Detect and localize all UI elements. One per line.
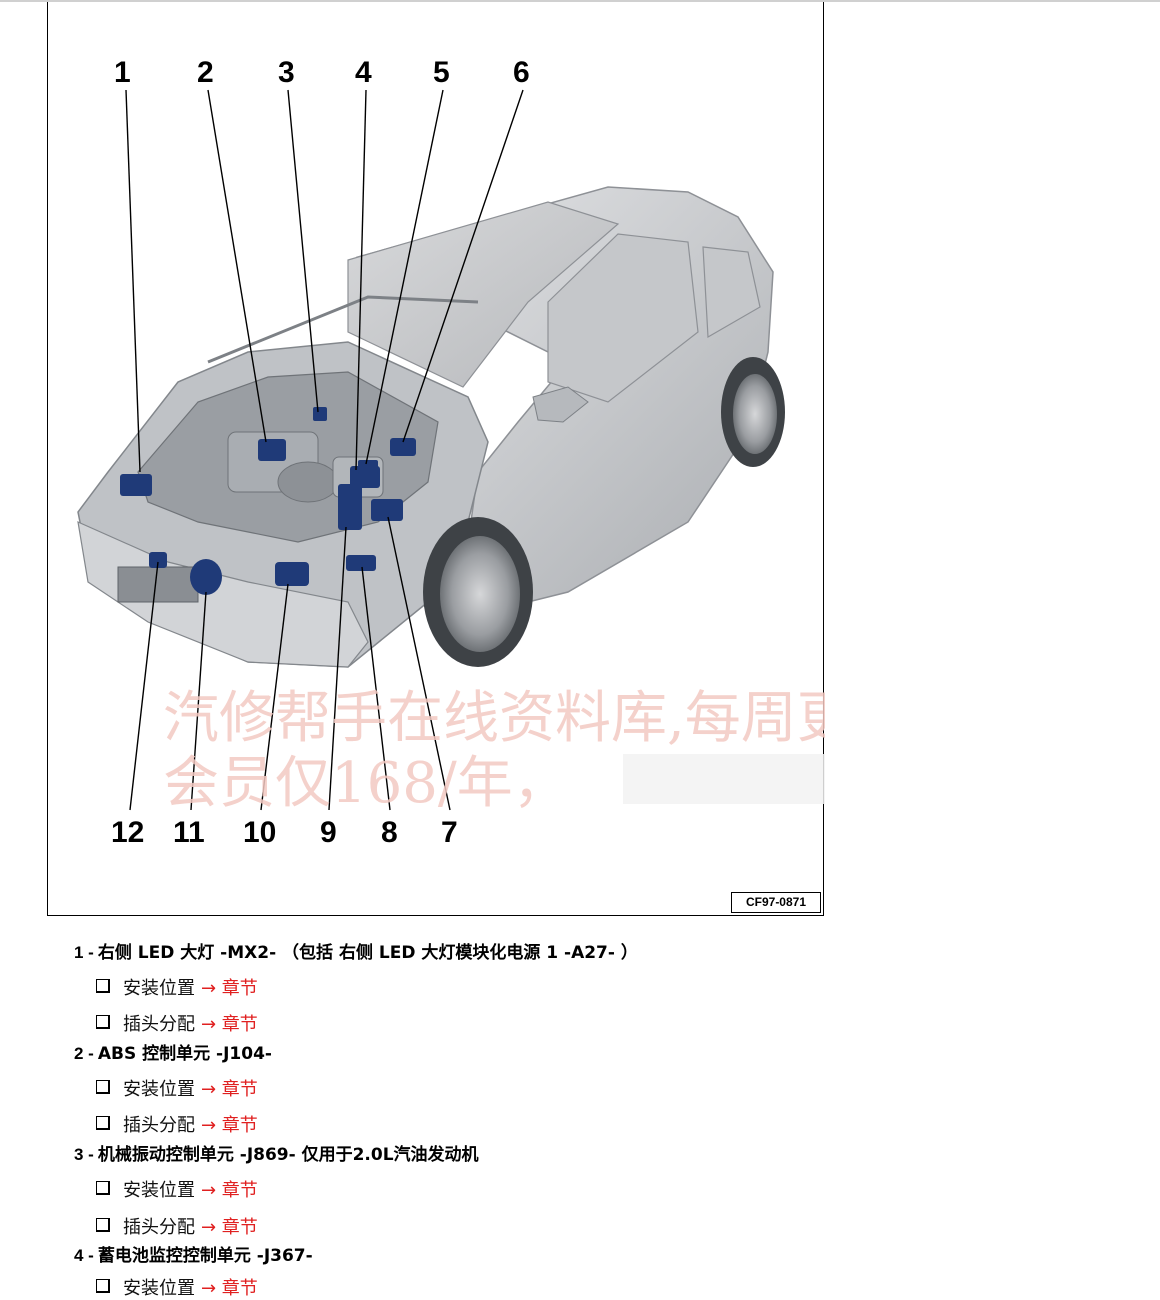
entry-4-item-install: 安装位置→ 章节 (96, 1274, 258, 1300)
callout-9: 9 (320, 816, 337, 849)
component-5 (358, 460, 378, 474)
component-3 (313, 407, 327, 421)
callout-7: 7 (441, 816, 458, 849)
chapter-link[interactable]: → 章节 (201, 1217, 258, 1238)
chapter-link[interactable]: → 章节 (201, 1180, 258, 1201)
callout-1: 1 (114, 56, 131, 89)
chapter-link[interactable]: → 章节 (201, 1115, 258, 1136)
svg-text:汽修帮手在线资料库,每周更新: 汽修帮手在线资料库,每周更新 (163, 686, 825, 751)
component-1 (120, 474, 152, 496)
entry-2-item-pinout: 插头分配→ 章节 (96, 1111, 258, 1137)
chapter-link[interactable]: → 章节 (201, 1278, 258, 1299)
callout-8: 8 (381, 816, 398, 849)
checkbox-icon (96, 1015, 110, 1029)
leader-lines (125, 89, 524, 811)
components (120, 407, 416, 595)
entry-2-item-install: 安装位置→ 章节 (96, 1075, 258, 1101)
entry-1-title: 1 -右侧 LED 大灯 -MX2- （包括 右侧 LED 大灯模块化电源 1 … (74, 943, 638, 963)
chapter-link[interactable]: → 章节 (201, 978, 258, 999)
entry-1-item-pinout: 插头分配→ 章节 (96, 1010, 258, 1036)
car-body (77, 186, 785, 668)
callout-11: 11 (173, 816, 205, 849)
checkbox-icon (96, 1181, 110, 1195)
entry-4-title: 4 -蓄电池监控控制单元 -J367- (74, 1246, 313, 1266)
entry-3-item-install: 安装位置→ 章节 (96, 1176, 258, 1202)
svg-text:会员仅168/年，: 会员仅168/年， (163, 751, 569, 816)
checkbox-icon (96, 979, 110, 993)
car-illustration: 汽修帮手在线资料库,每周更新 会员仅168/年， 1 2 3 4 5 6 12 … (77, 56, 825, 849)
component-10 (275, 562, 309, 586)
component-11 (190, 559, 222, 595)
checkbox-icon (96, 1279, 110, 1293)
callout-6: 6 (513, 56, 530, 89)
entry-3-title: 3 -机械振动控制单元 -J869- 仅用于2.0L汽油发动机 (74, 1145, 479, 1165)
callout-4: 4 (355, 56, 372, 89)
component-6 (390, 438, 416, 456)
callout-5: 5 (433, 56, 450, 89)
component-9 (338, 484, 362, 530)
entry-3-item-pinout: 插头分配→ 章节 (96, 1213, 258, 1239)
callouts-top: 1 2 3 4 5 6 (114, 56, 530, 89)
callout-2: 2 (197, 56, 214, 89)
watermark: 汽修帮手在线资料库,每周更新 会员仅168/年， (163, 686, 825, 816)
chapter-link[interactable]: → 章节 (201, 1014, 258, 1035)
car-figure: 汽修帮手在线资料库,每周更新 会员仅168/年， 1 2 3 4 5 6 12 … (47, 2, 825, 916)
component-12 (149, 552, 167, 568)
callout-12: 12 (111, 816, 144, 849)
figure-id-label: CF97-0871 (731, 892, 821, 913)
top-divider (0, 0, 1160, 2)
entry-2-title: 2 -ABS 控制单元 -J104- (74, 1044, 272, 1064)
entry-1-item-install: 安装位置→ 章节 (96, 974, 258, 1000)
checkbox-icon (96, 1116, 110, 1130)
checkbox-icon (96, 1080, 110, 1094)
component-7 (371, 499, 403, 521)
component-8 (346, 555, 376, 571)
chapter-link[interactable]: → 章节 (201, 1079, 258, 1100)
component-2 (258, 439, 286, 461)
callout-10: 10 (243, 816, 276, 849)
checkbox-icon (96, 1218, 110, 1232)
callout-3: 3 (278, 56, 295, 89)
callouts-bottom: 12 11 10 9 8 7 (111, 816, 458, 849)
